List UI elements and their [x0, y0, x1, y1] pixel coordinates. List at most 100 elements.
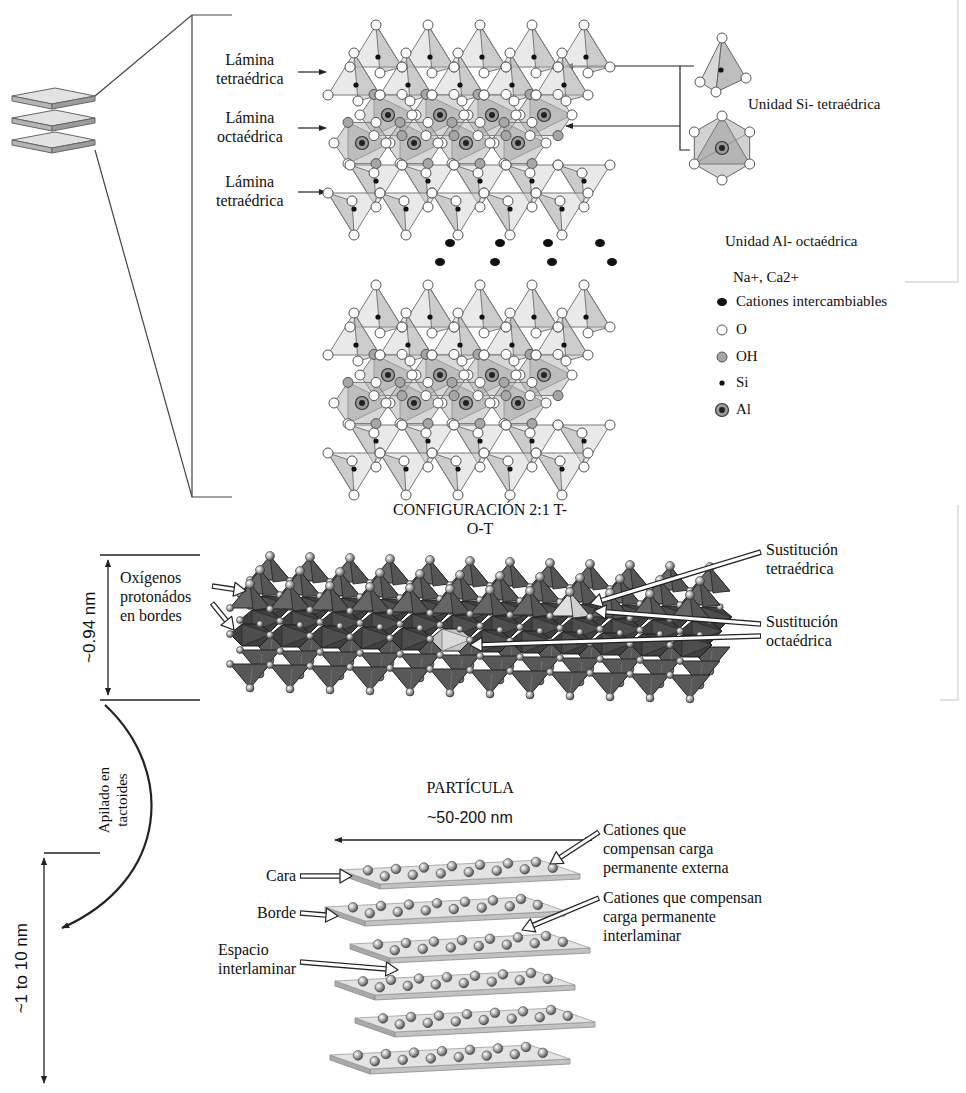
oxygen-atom — [553, 322, 563, 332]
oxygen-sphere — [597, 626, 604, 633]
callout-head — [233, 582, 246, 596]
oxygen-atom — [745, 127, 755, 137]
oxygen-atom — [427, 350, 437, 360]
silicon-atom — [529, 438, 534, 443]
oxygen-sphere — [267, 662, 274, 669]
oxygen-atom — [531, 448, 541, 458]
oxygen-atom — [745, 159, 755, 169]
oxygen-sphere — [257, 621, 263, 627]
hydroxyl-atom — [397, 131, 407, 141]
callout-head — [340, 869, 352, 883]
cation-dot — [490, 258, 500, 266]
oxygen-sphere — [546, 559, 555, 568]
oxygen-atom — [349, 48, 359, 58]
tetrahedron — [432, 453, 484, 495]
cation-sphere — [513, 933, 523, 943]
callout-shaft — [212, 603, 226, 621]
oxygen-atom — [583, 68, 593, 78]
oxygen-sphere — [507, 668, 514, 675]
oxygen-sphere — [587, 670, 594, 677]
cation-sphere — [531, 857, 541, 867]
oxygen-sphere — [277, 618, 284, 625]
oxygen-sphere — [267, 606, 274, 613]
oxygen-atom — [717, 325, 727, 335]
tetrahedron — [484, 193, 536, 235]
oxygen-atom — [479, 350, 489, 360]
oxygen-atom — [397, 160, 407, 170]
oxygen-sphere — [286, 581, 295, 590]
octahedron — [438, 122, 494, 163]
oxygen-atom — [349, 490, 359, 500]
tetrahedron — [328, 193, 380, 235]
silicon-atom — [509, 82, 514, 87]
legend-swatch — [719, 380, 724, 385]
oxygen-atom — [449, 322, 459, 332]
oxygen-atom — [583, 90, 593, 100]
octahedron — [270, 625, 312, 647]
oxygen-sphere — [386, 555, 395, 564]
cation-sphere — [535, 1012, 545, 1022]
aluminium-atom — [356, 137, 369, 150]
octahedron — [438, 382, 494, 423]
oxygen-atom — [423, 202, 433, 212]
oxygen-sphere — [307, 633, 314, 640]
oxygen-sphere — [427, 666, 434, 673]
cation-sphere — [442, 972, 452, 982]
octahedron-face — [348, 382, 390, 423]
oxygen-atom — [451, 456, 461, 466]
hydroxyl-atom — [395, 117, 405, 127]
oxygen-atom — [479, 448, 489, 458]
silicon-atom — [427, 54, 432, 59]
oxygen-atom — [511, 370, 521, 380]
oxygen-atom — [531, 328, 541, 338]
oxygen-atom — [475, 202, 485, 212]
silicon-atom — [455, 466, 460, 471]
cation-sphere — [521, 1042, 531, 1052]
oxygen-sphere — [497, 627, 503, 633]
callout-shaft — [213, 604, 227, 622]
cation-dot — [543, 239, 553, 247]
cation-sphere — [429, 937, 439, 947]
oxygen-atom — [561, 356, 571, 366]
cation-sphere — [404, 900, 414, 910]
oxygen-sphere — [486, 586, 495, 595]
tetrahedron-face — [430, 560, 450, 586]
callout-shaft — [300, 962, 386, 969]
oxygen-atom — [371, 20, 381, 30]
tetrahedron-face — [410, 588, 430, 614]
section-heading: CONFIGURACIÓN 2:1 T-O-T — [388, 500, 573, 538]
oxygen-atom — [501, 420, 511, 430]
oxygen-sphere — [326, 582, 335, 591]
oxygen-sphere — [537, 628, 543, 634]
aluminium-atom — [463, 140, 469, 146]
cation-sphere — [451, 1017, 461, 1027]
dimension-tick — [44, 852, 100, 853]
silicon-atom — [375, 54, 380, 59]
oxygen-atom — [553, 62, 563, 72]
oxygen-atom — [449, 420, 459, 430]
oxygen-sphere — [467, 611, 474, 618]
hydroxyl-atom — [553, 391, 563, 401]
callout-shaft — [301, 913, 327, 915]
hydroxyl-atom — [475, 419, 485, 429]
oxygen-atom — [423, 117, 433, 127]
oxygen-sphere — [237, 647, 244, 654]
bracket-line — [95, 15, 232, 96]
cation-sphere — [398, 1055, 408, 1065]
aluminium-atom — [719, 145, 725, 151]
oxygen-sphere — [317, 619, 324, 626]
tetrahedron-face — [530, 591, 550, 617]
silicon-atom — [581, 438, 586, 443]
callout-arrow — [550, 832, 599, 864]
oxygen-sphere — [416, 570, 425, 579]
hydroxyl-atom — [423, 159, 433, 169]
octahedron — [334, 382, 390, 423]
oxygen-sphere — [307, 663, 314, 670]
callout-label: Sustitución octaédrica — [766, 612, 838, 650]
aluminium-atom — [512, 137, 525, 150]
sheet-label: Lámina octaédrica — [217, 108, 283, 146]
oxygen-atom — [579, 202, 589, 212]
cation-sphere — [488, 896, 498, 906]
oxygen-atom — [473, 391, 483, 401]
oxygen-sphere — [506, 558, 515, 567]
